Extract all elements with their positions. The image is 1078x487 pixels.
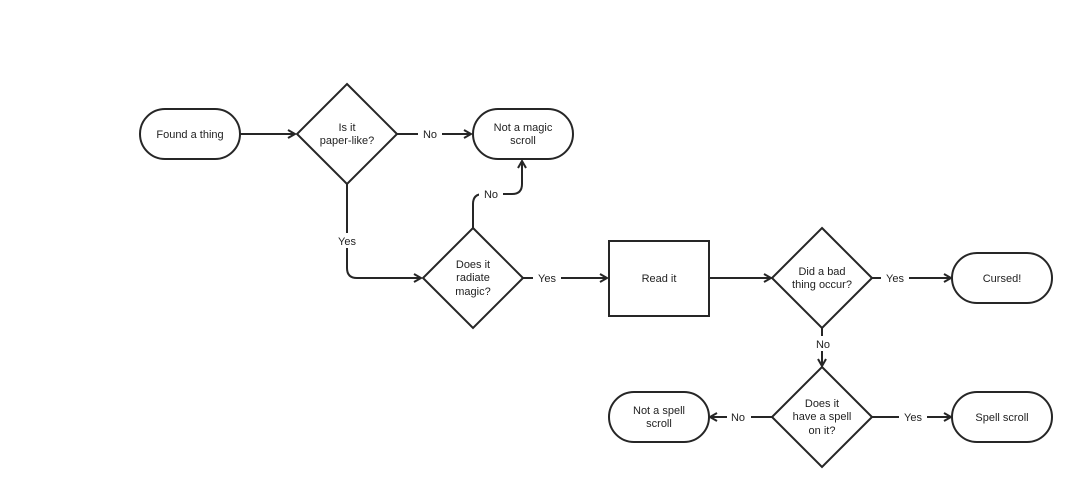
node-label: Not a magic xyxy=(494,122,553,134)
edge-label-spell-yes: Yes xyxy=(904,412,922,424)
node-spell-scroll[interactable]: Spell scroll xyxy=(951,391,1053,443)
edge-label-bad-yes: Yes xyxy=(886,273,904,285)
node-label: Spell scroll xyxy=(975,412,1028,424)
node-label: Did a bad xyxy=(798,266,845,278)
node-label: Does it xyxy=(456,259,490,271)
node-label: magic? xyxy=(455,286,490,298)
edge-label-bad-no: No xyxy=(816,339,830,351)
node-not-a-magic-scroll[interactable]: Not a magic scroll xyxy=(472,108,574,160)
node-label: Cursed! xyxy=(983,273,1022,285)
node-label: paper-like? xyxy=(320,135,374,147)
node-label: Not a spell xyxy=(633,405,685,417)
node-label: thing occur? xyxy=(792,279,852,291)
edge-paper-yes-to-radiate xyxy=(346,184,421,278)
edge-label-radiate-no: No xyxy=(484,189,498,201)
node-found-a-thing[interactable]: Found a thing xyxy=(139,108,241,160)
node-is-it-paper-like[interactable]: Is it paper-like? xyxy=(295,82,399,186)
node-label: Read it xyxy=(642,273,677,285)
node-label: have a spell xyxy=(793,411,852,423)
edge-label-radiate-yes: Yes xyxy=(538,273,556,285)
node-label: Is it xyxy=(338,122,355,134)
node-label: scroll xyxy=(646,418,672,430)
node-cursed[interactable]: Cursed! xyxy=(951,252,1053,304)
node-read-it[interactable]: Read it xyxy=(608,240,710,317)
edges: No Yes No Yes Yes No No Yes xyxy=(240,126,951,424)
node-label: scroll xyxy=(510,135,536,147)
node-did-a-bad-thing-occur[interactable]: Did a bad thing occur? xyxy=(770,226,874,330)
node-label: on it? xyxy=(809,425,836,437)
node-does-it-have-a-spell[interactable]: Does it have a spell on it? xyxy=(770,365,874,469)
edge-label-paper-no: No xyxy=(423,129,437,141)
edge-label-spell-no: No xyxy=(731,412,745,424)
node-does-it-radiate-magic[interactable]: Does it radiate magic? xyxy=(421,226,525,330)
node-not-a-spell-scroll[interactable]: Not a spell scroll xyxy=(608,391,710,443)
node-label: Found a thing xyxy=(156,129,223,141)
node-label: radiate xyxy=(456,272,490,284)
node-label: Does it xyxy=(805,398,839,410)
edge-label-paper-yes: Yes xyxy=(338,236,356,248)
